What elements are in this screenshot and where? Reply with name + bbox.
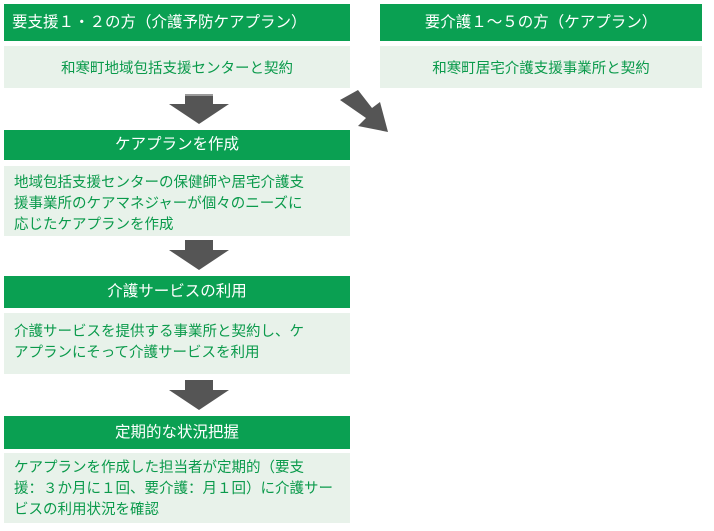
step-use-service-header: 介護サービスの利用	[4, 276, 350, 308]
step-line: 援：３か月に１回、要介護：月１回）に介護サー	[14, 481, 333, 497]
step-line: 援事業所のケアマネジャーが個々のニーズに	[14, 196, 303, 212]
step-monitoring-box: ケアプランを作成した担当者が定期的（要支 援：３か月に１回、要介護：月１回）に介…	[4, 453, 350, 523]
care-header-label: 要介護１～５の方（ケアプラン）	[424, 12, 658, 31]
diagonal-arrow-icon	[340, 90, 388, 132]
care-header: 要介護１～５の方（ケアプラン）	[380, 4, 702, 41]
support-contract-label: 和寒町地域包括支援センターと契約	[61, 60, 293, 77]
down-arrow-icon	[169, 94, 229, 124]
step-line: 地域包括支援センターの保健師や居宅介護支	[14, 175, 304, 191]
step-line: ケアプランを作成した担当者が定期的（要支	[14, 460, 304, 476]
step-line: 介護サービスを提供する事業所と契約し、ケ	[14, 324, 304, 340]
step-use-service-box: 介護サービスを提供する事業所と契約し、ケ アプランにそって介護サービスを利用	[4, 313, 350, 374]
support-header: 要支援１・２の方（介護予防ケアプラン）	[4, 4, 350, 41]
down-arrow-icon	[169, 240, 229, 270]
care-contract-label: 和寒町居宅介護支援事業所と契約	[432, 60, 650, 77]
step-title: 定期的な状況把握	[114, 422, 239, 441]
down-arrow-icon	[169, 380, 229, 410]
support-header-label: 要支援１・２の方（介護予防ケアプラン）	[12, 12, 307, 31]
step-create-plan-header: ケアプランを作成	[4, 130, 350, 160]
support-contract-box: 和寒町地域包括支援センターと契約	[4, 46, 350, 88]
step-line: 応じたケアプランを作成	[14, 217, 174, 233]
step-monitoring-header: 定期的な状況把握	[4, 416, 350, 449]
step-create-plan-box: 地域包括支援センターの保健師や居宅介護支 援事業所のケアマネジャーが個々のニーズ…	[4, 166, 350, 236]
care-contract-box: 和寒町居宅介護支援事業所と契約	[380, 46, 702, 88]
step-line: アプランにそって介護サービスを利用	[14, 345, 260, 361]
step-title: 介護サービスの利用	[107, 282, 247, 301]
step-line: ビスの利用状況を確認	[14, 502, 159, 518]
step-title: ケアプランを作成	[114, 135, 239, 154]
